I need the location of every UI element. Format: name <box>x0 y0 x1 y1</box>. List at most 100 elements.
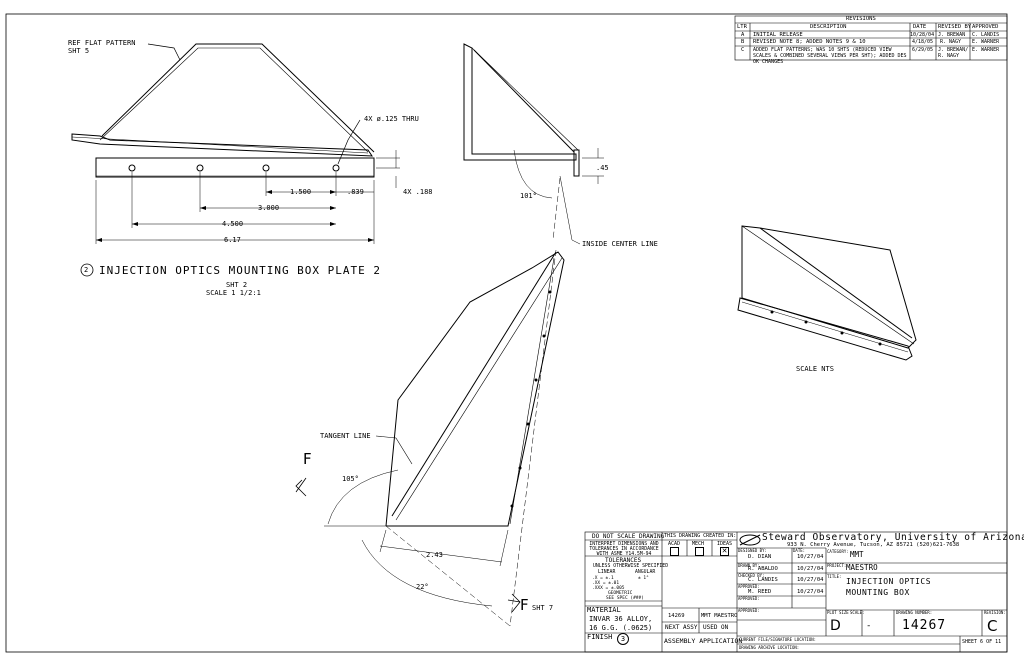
created-in-label: THIS DRAWING CREATED IN: <box>664 533 737 539</box>
linear-label: LINEAR <box>598 570 616 575</box>
designed-by-label: DESIGNED BY: <box>738 548 767 553</box>
rev-b-date: 4/18/05 <box>912 39 934 45</box>
category-label: CATEGORY: <box>827 549 849 554</box>
plot-size-label: PLOT SIZE <box>827 610 849 615</box>
approved-3-label: APPROVED: <box>738 608 760 613</box>
acad-label: ACAD <box>668 541 681 547</box>
plate2-isometric <box>737 225 917 361</box>
dim-243: 2.43 <box>426 551 443 559</box>
dim-3000: 3.000 <box>258 204 280 212</box>
section-f-sheet: SHT 7 <box>532 604 554 612</box>
rev-header-description: DESCRIPTION <box>810 24 847 30</box>
finish-note-callout: 3 <box>617 633 629 645</box>
rev-a-ltr: A <box>741 32 745 38</box>
rev-c-ltr: C <box>741 47 745 53</box>
unless-otherwise: UNLESS OTHERWISE SPECIFIED <box>593 564 669 569</box>
approved-2-label: APPROVED: <box>738 596 760 601</box>
mech-checkbox <box>695 547 704 556</box>
drawing-number-label: DRAWING NUMBER: <box>896 610 933 615</box>
rev-a-desc: INITIAL RELEASE <box>753 32 803 38</box>
rev-c-by: J. BREWAN/ R. NAGY <box>938 47 969 59</box>
angle-101: 101° <box>520 192 537 200</box>
drawing-archive-location: DRAWING ARCHIVE LOCATION: <box>739 645 800 650</box>
rev-a-date: 10/28/04 <box>910 32 935 38</box>
mech-label: MECH <box>692 541 705 547</box>
tol-xxx: .XXX = ±.005 <box>592 586 625 591</box>
rev-a-approved: C. LANDIS <box>972 32 1000 38</box>
rev-header-revised-by: REVISED BY <box>938 24 972 30</box>
revisions-title: REVISIONS <box>846 16 876 22</box>
inside-center-line-label: INSIDE CENTER LINE <box>582 240 658 248</box>
dim-617: 6.17 <box>224 236 241 244</box>
view-number: 2 <box>84 266 89 274</box>
flat-pattern-view <box>295 249 565 627</box>
tol-angular: ± 1° <box>638 576 649 581</box>
tol-x: .X = ±.1 <box>592 576 614 581</box>
angular-label: ANGULAR <box>635 570 656 575</box>
observatory-logo <box>739 534 761 546</box>
scale-label: SCALE: <box>850 610 865 615</box>
organization-name: Steward Observatory, University of Arizo… <box>762 532 1024 543</box>
angle-22: 22° <box>416 583 429 591</box>
ref-flat-pattern-sheet: SHT 5 <box>68 47 90 55</box>
category-value: MMT <box>850 550 864 559</box>
date-label: DATE: <box>793 548 806 553</box>
used-on-label: USED ON <box>703 624 729 631</box>
scale-nts-label: SCALE NTS <box>796 365 834 373</box>
rev-header-date: DATE <box>913 24 927 30</box>
material-line1: INVAR 36 ALLOY, <box>589 615 653 623</box>
ref-flat-pattern-label: REF FLAT PATTERN <box>68 39 136 47</box>
title-label: TITLE: <box>827 574 842 579</box>
view-callout-circle <box>80 263 94 277</box>
plate2-elevation <box>71 43 400 244</box>
plot-size-value: D <box>830 618 841 634</box>
view-sheet: SHT 2 <box>226 281 248 289</box>
dim-1500: 1.500 <box>290 188 312 196</box>
next-assy-name: MMT MAESTRO <box>701 613 738 619</box>
rev-c-approved: E. WARNER <box>972 47 1000 53</box>
project-value: MAESTRO <box>846 563 878 572</box>
rev-a-by: J. BREWAN <box>938 32 966 38</box>
approved-by: M. REED <box>748 589 772 595</box>
geometric-label: GEOMETRIC <box>608 591 633 596</box>
finish-label: FINISH <box>587 633 613 641</box>
designed-by: D. DIAN <box>748 554 772 560</box>
approved-date: 10/27/04 <box>797 589 824 595</box>
ideas-checkbox-checked: ✕ <box>720 547 729 556</box>
dim-4500: 4.500 <box>222 220 244 228</box>
designed-date: 10/27/04 <box>797 554 824 560</box>
title-line2: MOUNTING BOX <box>846 588 910 597</box>
title-block-grid <box>584 531 1008 653</box>
section-f-right: F <box>520 596 529 614</box>
drawn-by: R. ABALDO <box>748 566 778 572</box>
drawn-date: 10/27/04 <box>797 566 824 572</box>
view-title: INJECTION OPTICS MOUNTING BOX PLATE 2 <box>99 264 382 277</box>
drawing-number: 14267 <box>902 618 947 633</box>
dim-839: .839 <box>347 188 364 196</box>
current-file-location: CURRENT FILE/SIGNATURE LOCATION: <box>739 637 817 642</box>
angle-105: 105° <box>342 475 359 483</box>
ideas-label: IDEAS <box>717 541 733 547</box>
dim-45: .45 <box>596 164 609 172</box>
rev-header-approved: APPROVED <box>972 24 999 30</box>
next-assy-label: NEXT ASSY <box>665 624 698 631</box>
view-scale: SCALE 1 1/2:1 <box>206 289 261 297</box>
approved-by-label: APPROVED: <box>738 584 760 589</box>
holes-callout: 4X ø.125 THRU <box>364 115 419 123</box>
next-assy-number: 14269 <box>668 613 685 619</box>
tolerances-label: TOLERANCES <box>605 557 642 564</box>
checked-by: C. LANDIS <box>748 577 778 583</box>
interpret-dimensions: INTERPRET DIMENSIONS AND TOLERANCES IN A… <box>589 542 659 557</box>
plate2-side-view <box>463 43 604 245</box>
rev-b-ltr: B <box>741 39 745 45</box>
rev-b-desc: REVISED NOTE 8; ADDED NOTES 9 & 10 <box>753 39 866 45</box>
organization-address: 933 N. Cherry Avenue, Tucson, AZ 85721 (… <box>787 542 960 548</box>
assembly-application-label: ASSEMBLY APPLICATION <box>664 637 743 645</box>
sheet-number: SHEET 6 OF 11 <box>962 639 1002 645</box>
rev-b-by: R. NAGY <box>940 39 962 45</box>
material-label: MATERIAL <box>587 606 621 614</box>
checked-date: 10/27/04 <box>797 577 824 583</box>
rev-b-approved: E. WARNER <box>972 39 1000 45</box>
rev-header-ltr: LTR <box>737 24 747 30</box>
